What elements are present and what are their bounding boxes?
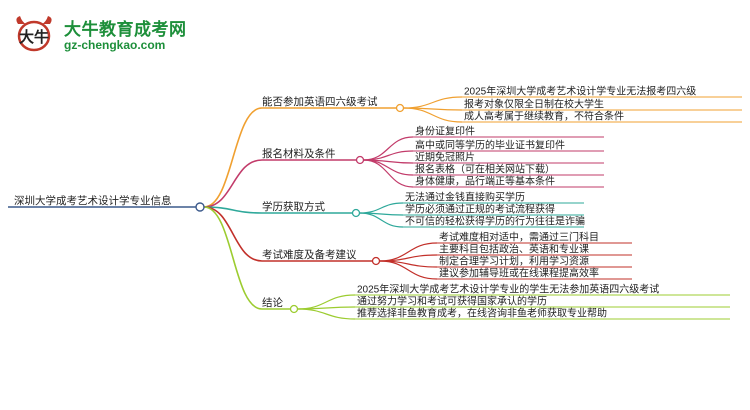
leaf-label: 成人高考属于继续教育，不符合条件 [464, 110, 624, 123]
site-logo[interactable]: 大牛 大牛教育成考网 gz-chengkao.com [12, 14, 192, 56]
logo-text: 大牛 [19, 28, 49, 46]
mindmap-nodes: 深圳大学成考艺术设计学专业信息 能否参加英语四六级考试 2025年深圳大学成考艺术设… [14, 85, 696, 320]
branch-label: 学历获取方式 [262, 200, 325, 213]
root-node-label: 深圳大学成考艺术设计学专业信息 [14, 194, 172, 207]
branch-collapse-toggle[interactable] [351, 208, 361, 218]
bull-logo-icon: 大牛 [16, 16, 52, 52]
leaf-edge [363, 136, 414, 161]
leaf-label: 高中或同等学历的毕业证书复印件 [415, 139, 565, 152]
leaf-label: 通过努力学习和考试可获得国家承认的学历 [357, 295, 547, 308]
branch-label: 结论 [262, 296, 283, 309]
leaf-edge [403, 107, 463, 123]
root-collapse-toggle[interactable] [195, 202, 205, 212]
leaf-edge [297, 308, 356, 320]
leaf-label: 身体健康，品行端正等基本条件 [415, 175, 555, 188]
leaf-label: 学历必须通过正规的考试流程获得 [405, 203, 555, 216]
leaf-label: 推荐选择非鱼教育成考，在线咨询非鱼老师获取专业帮助 [357, 307, 607, 320]
leaf-label: 2025年深圳大学成考艺术设计学专业无法报考四六级 [464, 85, 696, 98]
leaf-label: 不可信的轻松获得学历的行为往往是诈骗 [405, 215, 585, 228]
mindmap-edges [8, 96, 742, 320]
branch-edge [203, 107, 263, 208]
branch-collapse-toggle[interactable] [289, 304, 299, 314]
branch-label: 能否参加英语四六级考试 [262, 95, 378, 108]
branch-collapse-toggle[interactable] [371, 256, 381, 266]
leaf-label: 建议参加辅导班或在线课程提高效率 [439, 267, 599, 280]
branch-edge [203, 206, 263, 262]
leaf-edge [403, 96, 463, 109]
leaf-label: 2025年深圳大学成考艺术设计学专业的学生无法参加英语四六级考试 [357, 283, 659, 296]
branch-collapse-toggle[interactable] [355, 155, 365, 165]
site-name: 大牛教育成考网 [64, 20, 187, 39]
branch-edge [203, 159, 263, 208]
branch-label: 报名材料及条件 [262, 147, 336, 160]
leaf-label: 近期免冠照片 [415, 151, 475, 164]
leaf-edge [359, 202, 404, 214]
leaf-edge [359, 212, 404, 228]
leaf-edge [363, 159, 414, 188]
leaf-label: 身份证复印件 [415, 125, 475, 138]
leaf-edge [379, 260, 438, 280]
leaf-label: 报名表格（可在相关网站下载） [415, 163, 555, 176]
leaf-label: 制定合理学习计划，利用学习资源 [439, 255, 589, 268]
branch-collapse-toggle[interactable] [395, 103, 405, 113]
branch-edge [203, 206, 263, 310]
leaf-label: 无法通过金钱直接购买学历 [405, 191, 525, 204]
branch-label: 考试难度及备考建议 [262, 248, 357, 261]
leaf-label: 主要科目包括政治、英语和专业课 [439, 243, 589, 256]
leaf-label: 考试难度相对适中，需通过三门科目 [439, 231, 599, 244]
site-url: gz-chengkao.com [64, 38, 166, 52]
leaf-label: 报考对象仅限全日制在校大学生 [464, 98, 604, 111]
